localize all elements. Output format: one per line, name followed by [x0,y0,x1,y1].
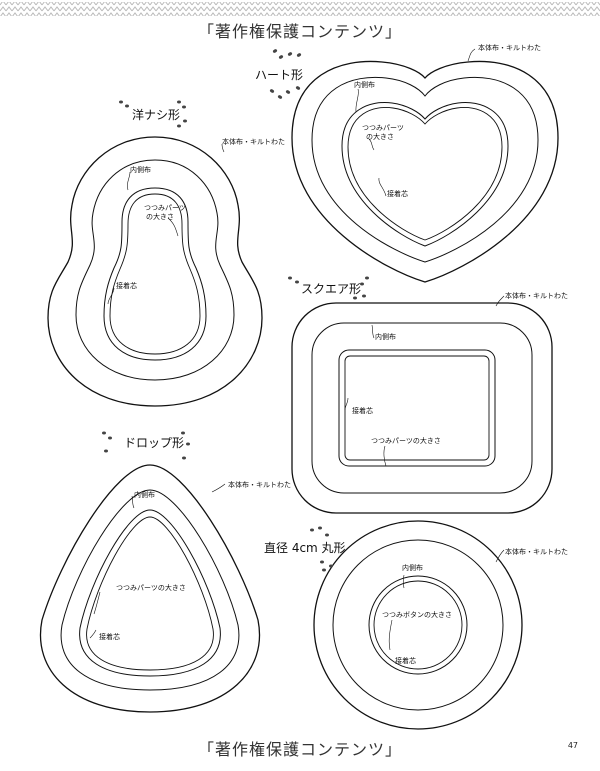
circle-outer-line [313,520,523,730]
circle-core-line [373,580,463,670]
pear-outer-line [47,136,263,407]
drop-core-line [86,516,214,671]
circle-outer-leader [495,549,505,563]
heart-outer-leader [467,48,476,62]
heart-core-label: 接着芯 [387,189,408,198]
heart-inner-label: 内側布 [354,80,375,89]
pear-inner-line [75,159,235,381]
square-parts-leader [383,445,387,467]
heart-shape [291,48,559,283]
drop-parts-leader [93,591,101,615]
drop-parts-label: つつみパーツの大きさ [116,583,186,592]
heart-title: ハート形 [255,68,303,82]
decorative-dots [102,49,369,572]
top-decorative-border [0,2,600,16]
heart-outer-label: 本体布・キルトわた [478,43,541,52]
heart-outer-line [291,60,559,283]
copyright-footer: 「著作権保護コンテンツ」 [197,740,402,759]
drop-parts-line [79,509,221,677]
heart-inner-line [311,76,539,263]
circle-inner-leader [402,574,405,589]
drop-core-label: 接着芯 [99,632,120,641]
circle-inner-line [332,539,504,711]
drop-core-leader [89,629,97,639]
pear-parts-label-2: の大きさ [146,212,174,221]
square-inner-leader [371,324,375,339]
drop-shape [39,464,261,713]
copyright-header: 「著作権保護コンテンツ」 [197,22,402,41]
square-core-label: 接着芯 [352,406,373,415]
drop-title: ドロップ形 [124,436,184,450]
pear-outer-label: 本体布・キルトわた [222,137,285,146]
square-inner-label: 内側布 [375,332,396,341]
circle-parts-line [368,575,468,675]
circle-parts-leader [388,619,393,651]
heart-inner-leader [355,88,359,113]
circle-core-label: 接着芯 [395,656,416,665]
pear-inner-leader [127,171,131,191]
page-number: 47 [567,741,578,750]
pear-core-leader [107,287,115,305]
pear-parts-line [103,187,207,361]
heart-parts-label-2: の大きさ [366,132,394,141]
square-title: スクエア形 [301,282,361,296]
circle-title: 直径 4cm 丸形 [264,541,346,555]
pear-core-label: 接着芯 [116,281,137,290]
heart-parts-line [341,102,509,247]
drop-inner-line [60,489,240,691]
square-outer-line [291,302,553,514]
drop-outer-leader [211,483,226,493]
heart-parts-label-1: つつみパーツ [362,124,404,132]
square-outer-leader [495,295,505,307]
pear-core-line [109,193,201,355]
pear-outer-leader [221,143,225,153]
heart-parts-leader [368,138,375,151]
circle-outer-label: 本体布・キルトわた [505,547,568,556]
circle-parts-label: つつみボタンの大きさ [382,610,452,619]
heart-core-line [347,107,503,241]
heart-core-leader [378,177,387,197]
square-shape [291,295,553,514]
square-core-leader [344,397,349,411]
square-parts-line [338,349,496,467]
square-inner-line [311,322,533,494]
pear-parts-label-1: つつみパーツ [144,204,186,212]
drop-inner-leader [131,495,135,509]
pear-title: 洋ナシ形 [132,107,180,122]
pear-shape [47,136,263,407]
circle-inner-label: 内側布 [402,563,423,572]
square-parts-label: つつみパーツの大きさ [371,436,441,445]
circle-shape [313,520,523,730]
drop-inner-label: 内側布 [134,490,155,499]
square-outer-label: 本体布・キルトわた [505,291,568,300]
drop-outer-line [39,464,261,713]
pear-inner-label: 内側布 [130,165,151,174]
drop-outer-label: 本体布・キルトわた [228,480,291,489]
pear-parts-leader [167,217,179,237]
